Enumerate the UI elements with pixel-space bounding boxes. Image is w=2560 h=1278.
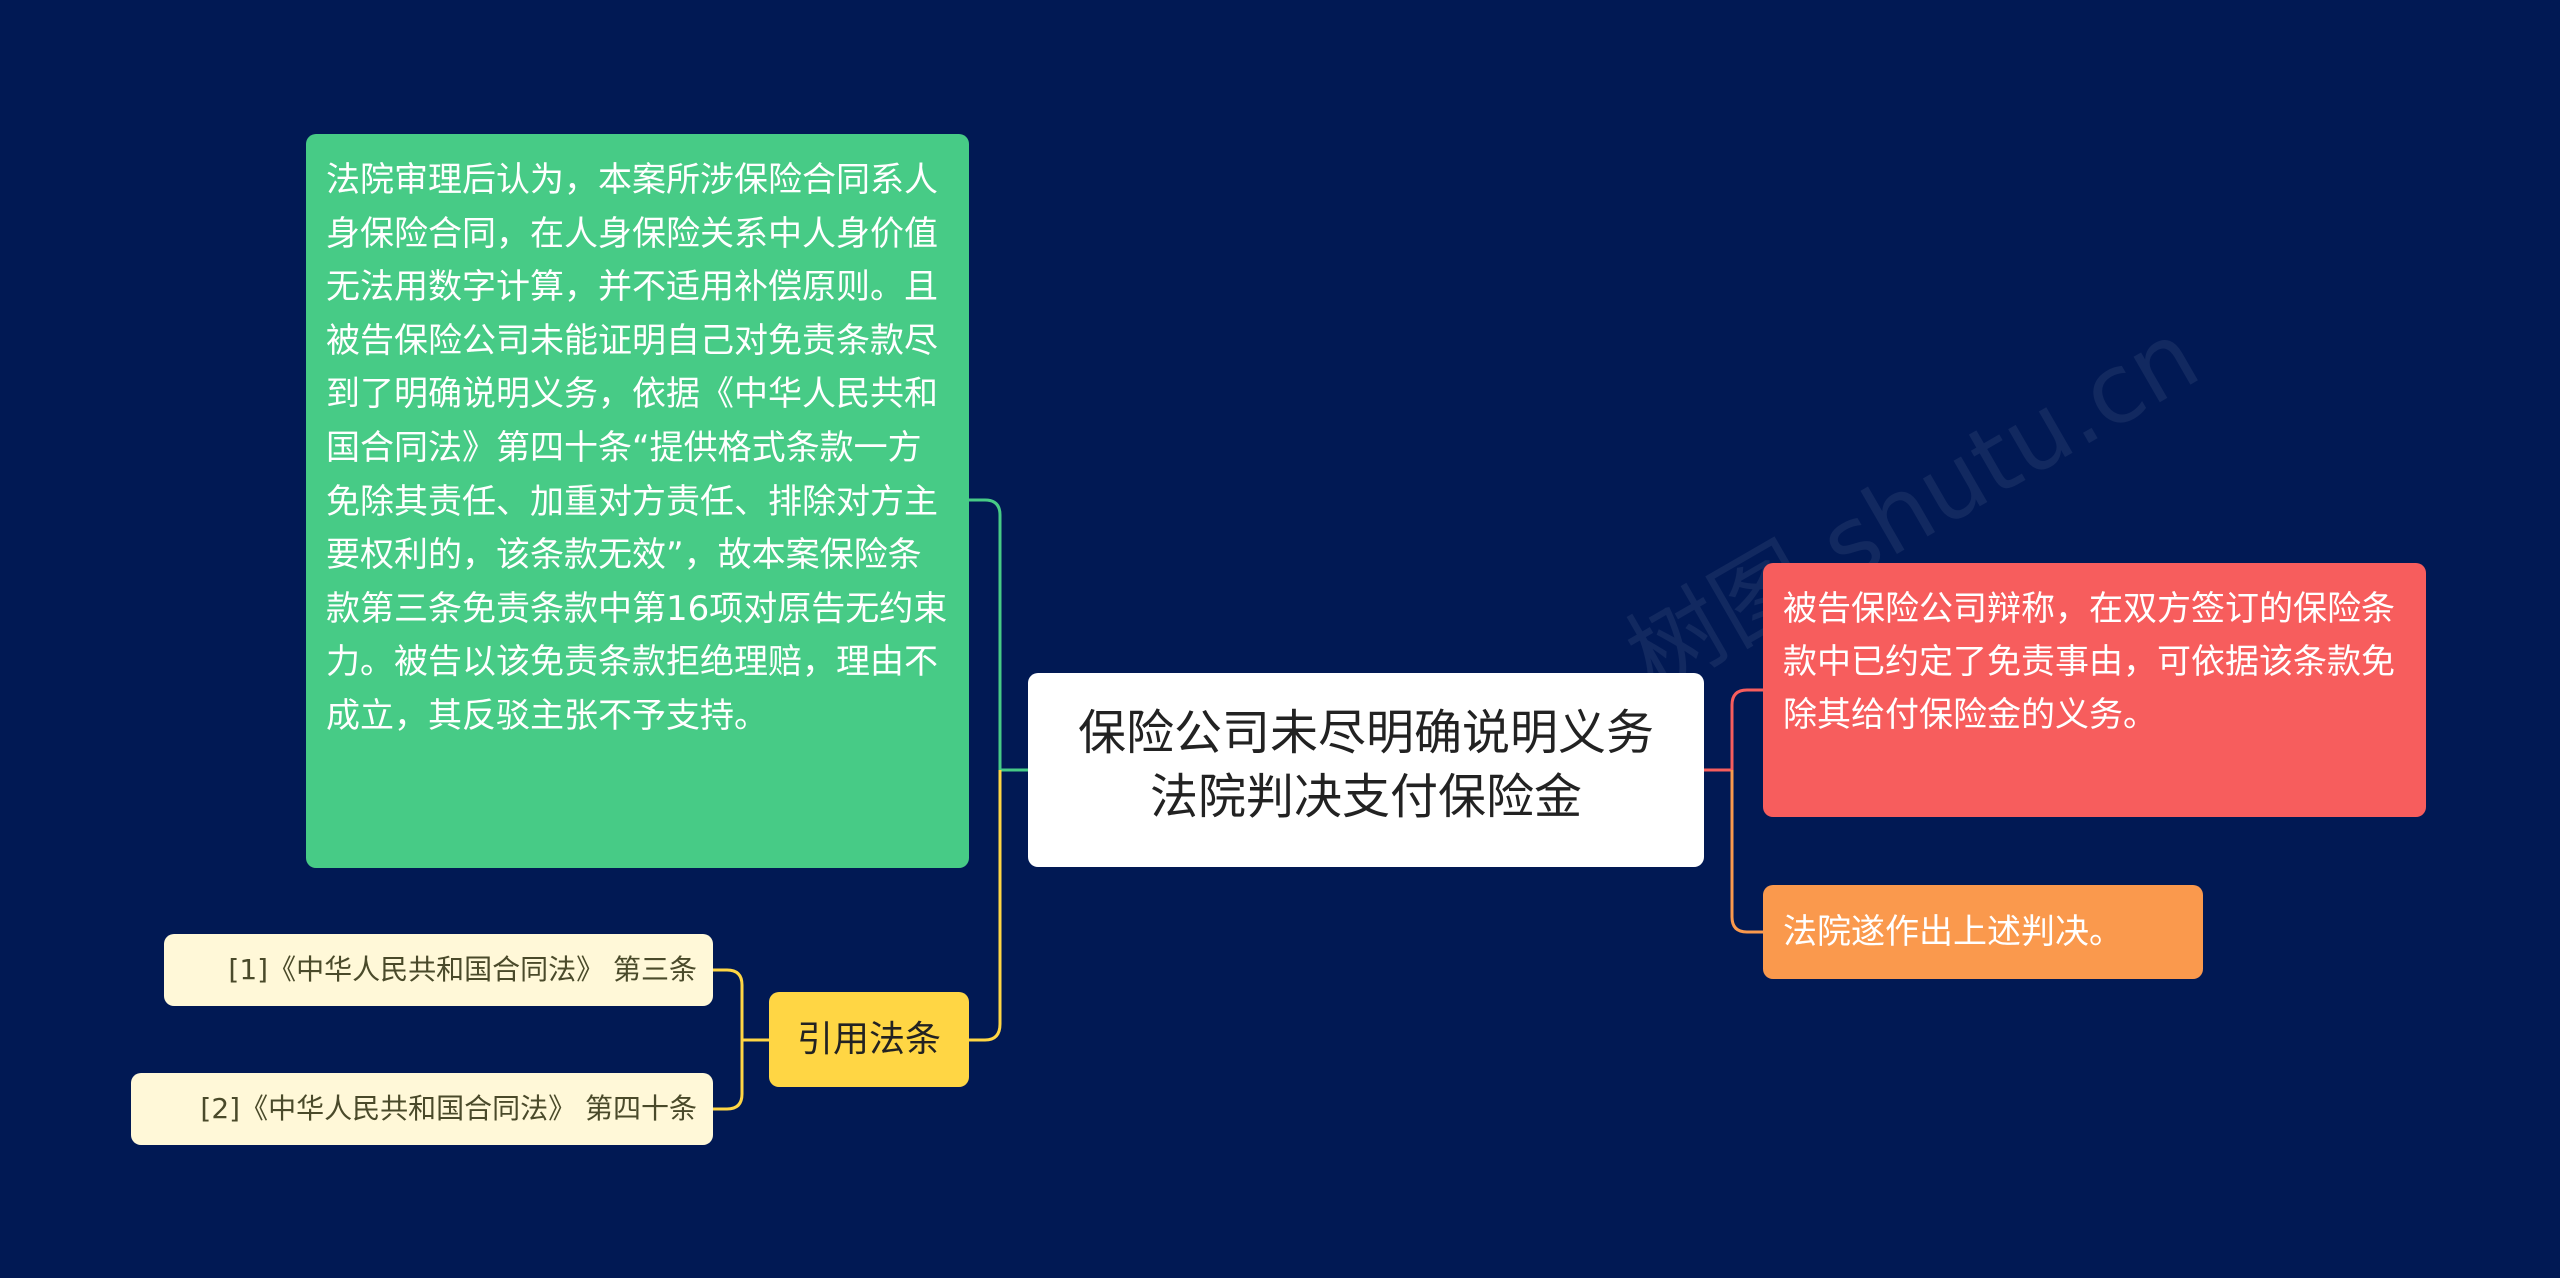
court-judgment-text: 法院遂作出上述判决。 (1783, 912, 2123, 952)
defendant-argument-node[interactable]: 被告保险公司辩称，在双方签订的保险条款中已约定了免责事由，可依据该条款免除其给付… (1763, 563, 2426, 817)
citation-label: 引用法条 (796, 1019, 941, 1060)
citation-item-text: [1]《中华人民共和国合同法》 第三条 (228, 953, 697, 986)
link-root-green (969, 498, 1028, 772)
root-title: 保险公司未尽明确说明义务 法院判决支付保险金 (1077, 705, 1670, 825)
link-yellow-leaf1 (713, 968, 769, 1042)
link-root-orange (1730, 770, 1763, 934)
root-node[interactable]: 保险公司未尽明确说明义务 法院判决支付保险金 (1028, 673, 1704, 867)
citation-node[interactable]: 引用法条 (769, 992, 969, 1087)
link-yellow-leaf2 (713, 1040, 744, 1111)
defendant-argument-text: 被告保险公司辩称，在双方签订的保险条款中已约定了免责事由，可依据该条款免除其给付… (1783, 589, 2395, 735)
link-root-yellow (969, 770, 1002, 1042)
citation-item[interactable]: [2]《中华人民共和国合同法》 第四十条 (131, 1073, 713, 1145)
court-reasoning-text: 法院审理后认为，本案所涉保险合同系人身保险合同，在人身保险关系中人身价值无法用数… (326, 160, 948, 736)
court-judgment-node[interactable]: 法院遂作出上述判决。 (1763, 885, 2203, 979)
citation-item-text: [2]《中华人民共和国合同法》 第四十条 (200, 1092, 697, 1125)
link-root-red (1704, 688, 1763, 772)
court-reasoning-node[interactable]: 法院审理后认为，本案所涉保险合同系人身保险合同，在人身保险关系中人身价值无法用数… (306, 134, 969, 868)
citation-item[interactable]: [1]《中华人民共和国合同法》 第三条 (164, 934, 713, 1006)
